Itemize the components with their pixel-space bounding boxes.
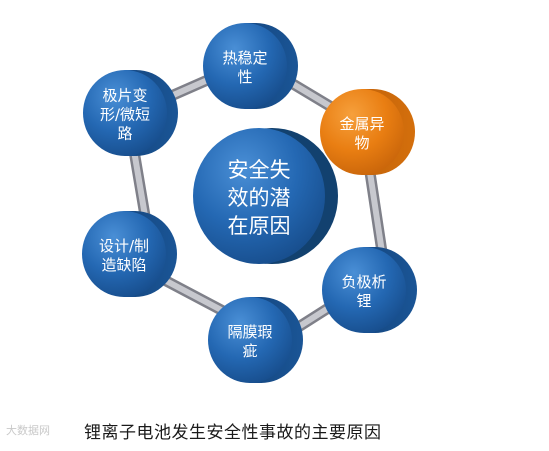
label-line: 金属异 [339,115,384,133]
node-face [203,23,287,109]
node-face [82,211,166,297]
node-design-manufacturing-defect: 设计/制造缺陷 [82,211,177,297]
label-line: 疵 [242,342,257,360]
center-disc: 安全失效的潜在原因 [193,128,338,264]
node-label: 设计/制造缺陷 [99,237,149,274]
node-label: 极片变形/微短路 [100,86,150,142]
node-face [208,297,292,383]
watermark: 大数据网 [6,424,50,437]
node-face [322,247,406,333]
label-line: 极片变 [102,86,147,104]
label-line: 锂 [356,292,371,310]
label-line: 物 [354,134,369,152]
label-line: 设计/制 [99,237,149,255]
diagram-caption: 锂离子电池发生安全性事故的主要原因 [84,423,382,443]
label-line: 在原因 [228,214,291,238]
node-anode-lithium-plating: 负极析锂 [322,247,417,333]
node-label: 热稳定性 [222,49,267,86]
node-label: 隔膜瑕疵 [227,323,272,360]
label-line: 负极析 [341,273,386,291]
node-metal-foreign-matter: 金属异物 [320,89,415,175]
label-line: 效的潜 [228,186,291,210]
label-line: 热稳定 [222,49,267,67]
label-line: 路 [117,124,132,142]
label-line: 隔膜瑕 [227,323,272,341]
node-label: 金属异物 [339,115,384,152]
node-separator-defect: 隔膜瑕疵 [208,297,303,383]
label-line: 造缺陷 [101,256,146,274]
node-thermal-stability: 热稳定性 [203,23,298,109]
label-line: 形/微短 [100,105,150,123]
node-face [320,89,404,175]
label-line: 安全失 [228,158,291,182]
label-line: 性 [237,68,252,86]
node-face [83,70,167,156]
center-title: 安全失效的潜在原因 [228,158,291,238]
node-electrode-deformation: 极片变形/微短路 [83,70,178,156]
node-label: 负极析锂 [341,273,386,310]
